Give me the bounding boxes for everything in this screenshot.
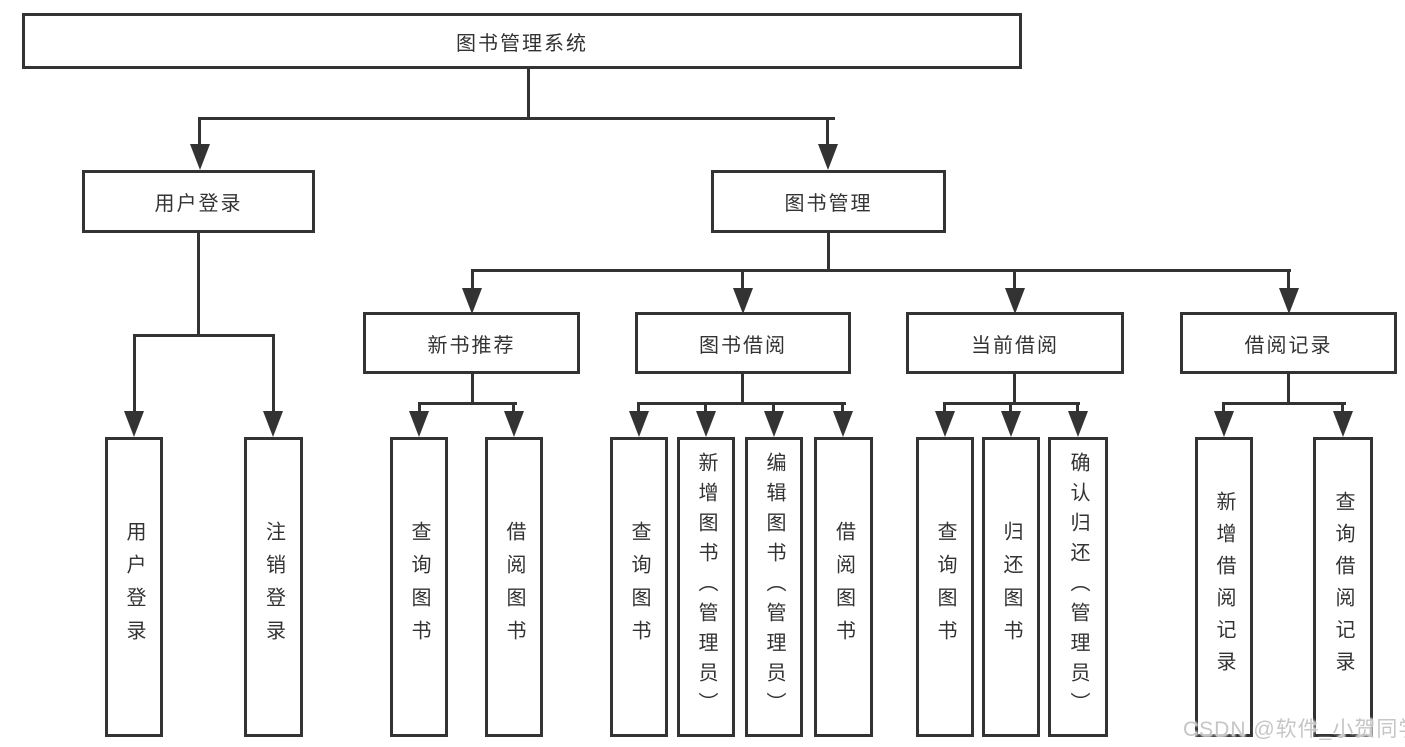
connector-drop bbox=[772, 402, 775, 416]
connector-drop bbox=[418, 402, 421, 416]
arrowhead-leaf bbox=[1068, 411, 1088, 437]
connector-drop-leaf-logout bbox=[272, 334, 275, 414]
leaf-label: 查询图书 bbox=[408, 521, 430, 653]
leaf-logout: 注销登录 bbox=[244, 437, 303, 737]
connector-drop bbox=[943, 402, 946, 416]
arrowhead-leaf bbox=[764, 411, 784, 437]
arrowhead-new-book bbox=[462, 288, 482, 314]
arrowhead-leaf-login bbox=[124, 411, 144, 437]
csdn-watermark: CSDN @软件_小贺同学 bbox=[1183, 718, 1405, 741]
leaf-label: 注销登录 bbox=[262, 521, 285, 653]
connector-newbook-stem bbox=[471, 374, 474, 405]
node-label: 用户登录 bbox=[154, 193, 243, 215]
connector-drop bbox=[512, 402, 515, 416]
connector-drop-new-book bbox=[471, 269, 474, 293]
leaf-confirm-return-admin: 确认归还（管理员） bbox=[1048, 437, 1108, 737]
arrowhead-leaf bbox=[629, 411, 649, 437]
leaf-query-borrow-record: 查询借阅记录 bbox=[1313, 437, 1373, 737]
leaf-label: 查询图书 bbox=[628, 521, 650, 653]
arrowhead-leaf bbox=[409, 411, 429, 437]
leaf-add-borrow-record: 新增借阅记录 bbox=[1195, 437, 1253, 737]
connector-drop bbox=[1341, 402, 1344, 416]
arrowhead-leaf bbox=[1001, 411, 1021, 437]
connector-drop-current-borrow bbox=[1013, 269, 1016, 293]
connector-currentborrow-stem bbox=[1013, 374, 1016, 405]
arrowhead-leaf bbox=[833, 411, 853, 437]
arrowhead-leaf bbox=[1333, 411, 1353, 437]
connector-drop-leaf-login bbox=[133, 334, 136, 414]
connector-userlogin-crossbar bbox=[133, 334, 275, 337]
arrowhead-leaf-logout bbox=[263, 411, 283, 437]
arrowhead-leaf bbox=[504, 411, 524, 437]
leaf-label: 查询图书 bbox=[934, 521, 956, 653]
leaf-label: 借阅图书 bbox=[832, 521, 855, 653]
leaf-label: 借阅图书 bbox=[503, 521, 525, 653]
leaf-label: 确认归还（管理员） bbox=[1067, 452, 1089, 722]
node-label: 借阅记录 bbox=[1244, 334, 1333, 357]
leaf-label: 新增图书（管理员） bbox=[695, 452, 717, 722]
connector-bookborrow-crossbar bbox=[637, 402, 846, 405]
connector-drop-book-borrow bbox=[741, 269, 744, 293]
connector-drop-borrow-records bbox=[1287, 269, 1290, 293]
leaf-label: 归还图书 bbox=[1000, 521, 1022, 653]
node-library-management-system: 图书管理系统 bbox=[22, 13, 1022, 69]
connector-drop bbox=[841, 402, 844, 416]
connector-borrowrecords-crossbar bbox=[1222, 402, 1346, 405]
node-new-book-recommend: 新书推荐 bbox=[363, 312, 580, 374]
leaf-label: 查询借阅记录 bbox=[1332, 491, 1354, 683]
arrowhead-book-management bbox=[818, 144, 838, 170]
leaf-add-book-admin: 新增图书（管理员） bbox=[677, 437, 735, 737]
arrowhead-leaf bbox=[935, 411, 955, 437]
connector-drop bbox=[1009, 402, 1012, 416]
leaf-label: 编辑图书（管理员） bbox=[763, 452, 785, 722]
arrowhead-leaf bbox=[696, 411, 716, 437]
connector-drop bbox=[704, 402, 707, 416]
connector-bookborrow-stem bbox=[741, 374, 744, 405]
leaf-edit-book-admin: 编辑图书（管理员） bbox=[745, 437, 803, 737]
arrowhead-current-borrow bbox=[1005, 288, 1025, 314]
connector-drop bbox=[1222, 402, 1225, 416]
node-label: 当前借阅 bbox=[971, 334, 1059, 357]
connector-newbook-crossbar bbox=[418, 402, 517, 405]
arrowhead-book-borrow bbox=[733, 288, 753, 314]
leaf-borrow-books-recommend: 借阅图书 bbox=[485, 437, 543, 737]
node-user-login: 用户登录 bbox=[82, 170, 315, 233]
leaf-query-books-recommend: 查询图书 bbox=[390, 437, 448, 737]
node-label: 图书管理系统 bbox=[456, 32, 588, 55]
leaf-borrow-books: 借阅图书 bbox=[814, 437, 873, 737]
leaf-query-books-current: 查询图书 bbox=[916, 437, 974, 737]
arrowhead-borrow-records bbox=[1279, 288, 1299, 314]
leaf-query-books-borrow: 查询图书 bbox=[610, 437, 668, 737]
connector-drop-user-login bbox=[198, 117, 201, 150]
connector-root-crossbar bbox=[198, 117, 835, 120]
connector-root-stem bbox=[527, 69, 530, 120]
node-book-management: 图书管理 bbox=[711, 170, 946, 233]
leaf-return-book: 归还图书 bbox=[982, 437, 1040, 737]
arrowhead-user-login bbox=[190, 144, 210, 170]
node-book-borrow: 图书借阅 bbox=[635, 312, 851, 374]
connector-drop bbox=[1076, 402, 1079, 416]
node-current-borrow: 当前借阅 bbox=[906, 312, 1124, 374]
connector-drop bbox=[637, 402, 640, 416]
node-label: 图书管理 bbox=[784, 193, 873, 215]
arrowhead-leaf bbox=[1214, 411, 1234, 437]
connector-bookmgmt-stem bbox=[827, 233, 830, 272]
node-borrow-records: 借阅记录 bbox=[1180, 312, 1397, 374]
connector-userlogin-stem bbox=[197, 233, 200, 337]
leaf-user-login: 用户登录 bbox=[105, 437, 163, 737]
leaf-label: 新增借阅记录 bbox=[1213, 491, 1235, 683]
node-label: 新书推荐 bbox=[427, 334, 516, 357]
node-label: 图书借阅 bbox=[699, 334, 787, 357]
connector-bookmgmt-crossbar bbox=[471, 269, 1291, 272]
leaf-label: 用户登录 bbox=[123, 521, 145, 653]
connector-borrowrecords-stem bbox=[1287, 374, 1290, 405]
connector-drop-book-management bbox=[826, 117, 829, 150]
